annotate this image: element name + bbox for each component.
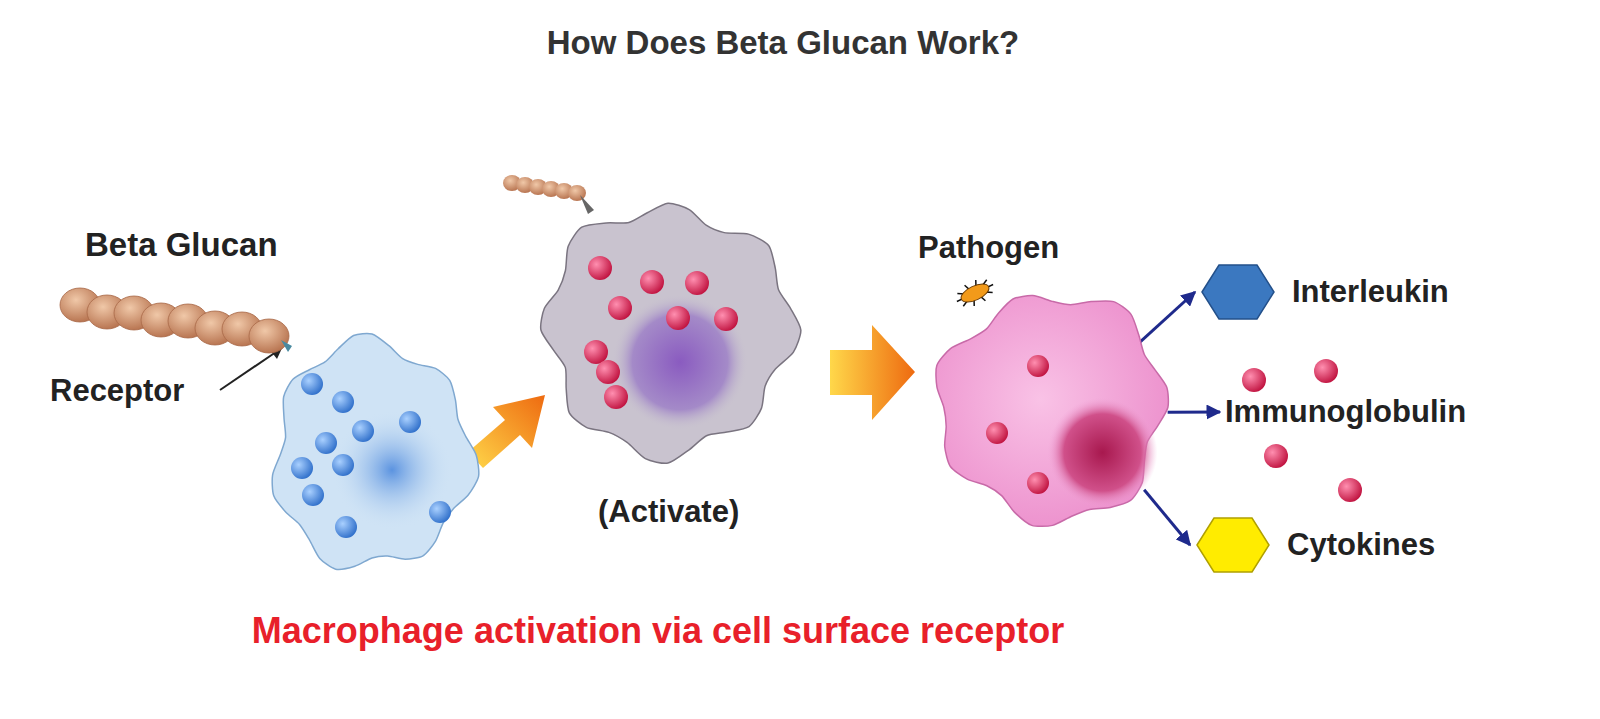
cell-body xyxy=(272,333,479,569)
granule xyxy=(352,420,374,442)
product-node: Immunoglobulin xyxy=(1225,394,1466,430)
product-label: Cytokines xyxy=(1287,527,1435,563)
nucleus xyxy=(1048,398,1158,508)
granule xyxy=(429,501,451,523)
hexagon-icon xyxy=(1200,263,1276,321)
granule xyxy=(596,360,620,384)
receptor xyxy=(580,195,594,214)
granule xyxy=(604,385,628,409)
pathogen-label: Pathogen xyxy=(918,230,1059,266)
nucleus xyxy=(612,294,748,430)
granule xyxy=(332,391,354,413)
product-node: Cytokines xyxy=(1195,516,1435,574)
immunoglobulin-dot xyxy=(1338,478,1362,502)
output-arrow xyxy=(1144,490,1190,545)
step-arrow xyxy=(468,395,545,468)
granule xyxy=(291,457,313,479)
activated-macrophage xyxy=(503,175,801,463)
granule xyxy=(640,270,664,294)
immunoglobulin-dot xyxy=(1264,444,1288,468)
product-label: Interleukin xyxy=(1292,274,1449,310)
granule xyxy=(608,296,632,320)
step-arrow xyxy=(830,325,915,420)
macrophage-node: Pathogen xyxy=(935,290,1170,525)
part-label: Receptor xyxy=(50,373,184,409)
granule xyxy=(399,411,421,433)
part-label: Beta Glucan xyxy=(85,226,278,264)
granule xyxy=(685,271,709,295)
part-label: (Activate) xyxy=(598,494,739,530)
nucleus xyxy=(332,410,452,530)
granule xyxy=(332,454,354,476)
granule xyxy=(584,340,608,364)
title: How Does Beta Glucan Work? xyxy=(547,24,1019,62)
cell-body xyxy=(541,203,801,463)
granule xyxy=(666,306,690,330)
pathogen-icon xyxy=(952,274,998,312)
product-node: Interleukin xyxy=(1200,263,1449,321)
leader-line xyxy=(220,352,276,390)
cell-outline xyxy=(935,290,1170,525)
hexagon-icon xyxy=(1195,516,1271,574)
beta-glucan-chain xyxy=(60,288,289,353)
immunoglobulin-dot xyxy=(1314,359,1338,383)
granule xyxy=(315,432,337,454)
granule xyxy=(1027,472,1049,494)
granule xyxy=(986,422,1008,444)
cell-body xyxy=(936,296,1168,527)
granule xyxy=(302,484,324,506)
glucan-bead xyxy=(249,319,289,353)
receptor xyxy=(281,340,292,352)
immunoglobulin-dot xyxy=(1242,368,1266,392)
caption: Macrophage activation via cell surface r… xyxy=(252,610,1064,652)
granule xyxy=(1027,355,1049,377)
output-arrow xyxy=(1168,411,1220,414)
product-label: Immunoglobulin xyxy=(1225,394,1466,430)
granule xyxy=(301,373,323,395)
granule xyxy=(714,307,738,331)
granule xyxy=(335,516,357,538)
resting-macrophage xyxy=(272,333,479,569)
granule xyxy=(588,256,612,280)
